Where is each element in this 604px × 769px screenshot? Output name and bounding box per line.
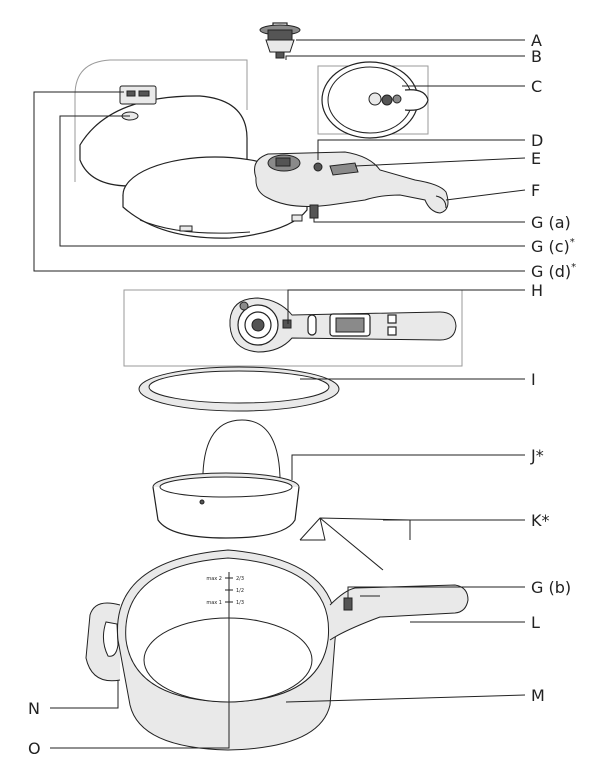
mark-two-thirds: 2/3 bbox=[236, 576, 244, 582]
label-k: K* bbox=[531, 511, 550, 530]
label-b: B bbox=[531, 47, 542, 66]
mark-max2: max 2 bbox=[206, 576, 222, 582]
label-j: J* bbox=[530, 446, 544, 465]
label-e: E bbox=[531, 149, 541, 168]
sealing-ring bbox=[138, 366, 340, 412]
label-n: N bbox=[28, 699, 40, 718]
label-a: A bbox=[531, 31, 542, 50]
inset-h bbox=[123, 289, 463, 367]
inset-c bbox=[317, 61, 429, 139]
operating-valve bbox=[259, 22, 301, 59]
mark-one-third: 1/3 bbox=[236, 600, 244, 606]
label-i: I bbox=[531, 370, 536, 389]
label-h: H bbox=[531, 281, 543, 300]
label-g-b: G (b) bbox=[531, 578, 571, 597]
label-g-a: G (a) bbox=[531, 213, 571, 232]
mark-half: 1/2 bbox=[236, 588, 244, 594]
label-d: D bbox=[531, 131, 543, 150]
label-l: L bbox=[531, 613, 540, 632]
steam-basket bbox=[152, 419, 300, 539]
pot-body bbox=[85, 549, 469, 751]
label-o: O bbox=[28, 739, 41, 758]
label-g-c: G (c)* bbox=[531, 237, 575, 256]
label-g-d: G (d)* bbox=[531, 262, 576, 281]
mark-max1: max 1 bbox=[206, 600, 222, 606]
label-m: M bbox=[531, 686, 545, 705]
label-f: F bbox=[531, 181, 540, 200]
leader-lines bbox=[33, 39, 526, 749]
label-c: C bbox=[531, 77, 542, 96]
trivet bbox=[299, 517, 411, 571]
lid-assembly bbox=[74, 59, 449, 239]
